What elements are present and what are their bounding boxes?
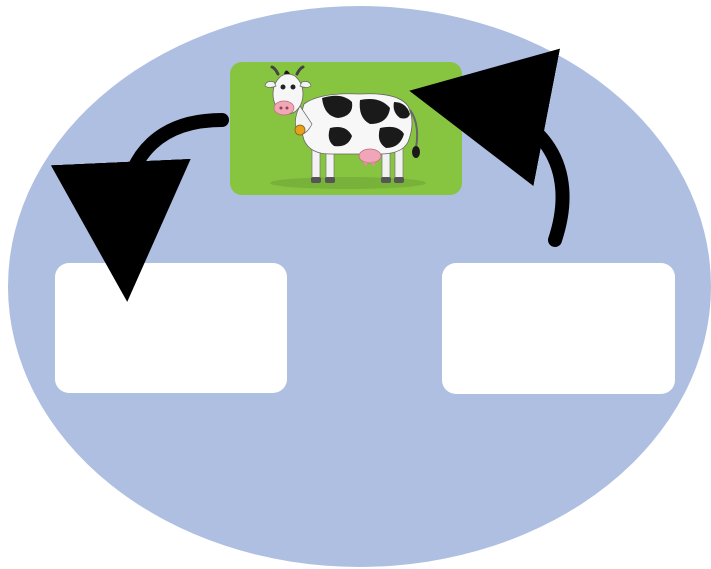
left-empty-box[interactable] [55,263,287,393]
cow-image-card [230,62,462,195]
right-box-text [454,275,663,382]
cow-icon [230,62,462,195]
left-box-text [67,275,275,381]
right-empty-box[interactable] [442,263,675,394]
